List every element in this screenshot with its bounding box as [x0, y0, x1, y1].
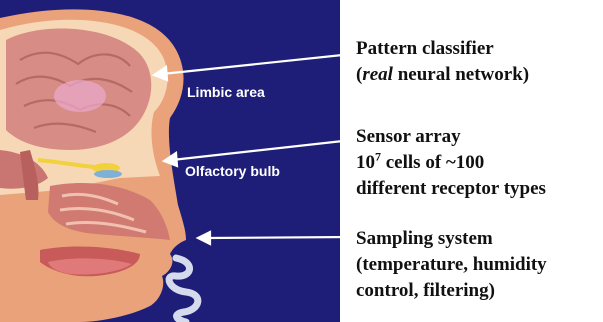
sensor-array-text: Sensor array 107 cells of ~100 different… [356, 124, 546, 202]
limbic-area-label: Limbic area [187, 84, 265, 100]
sampling-system-detail-1: (temperature, humidity [356, 252, 547, 278]
sampling-system-detail-2: control, filtering) [356, 278, 547, 304]
sampling-system-text: Sampling system (temperature, humidity c… [356, 226, 547, 304]
limbic-region [54, 80, 106, 112]
pattern-classifier-title: Pattern classifier [356, 36, 529, 62]
pattern-classifier-text: Pattern classifier (real neural network) [356, 36, 529, 88]
olfactory-bulb-label: Olfactory bulb [185, 163, 280, 179]
pattern-classifier-detail: (real neural network) [356, 62, 529, 88]
sensor-array-title: Sensor array [356, 124, 546, 150]
arrow-sampling-system [206, 237, 352, 238]
sensor-array-cells: 107 cells of ~100 [356, 150, 546, 176]
sensor-array-types: different receptor types [356, 176, 546, 202]
sampling-system-title: Sampling system [356, 226, 547, 252]
receptor-epithelium [94, 170, 122, 178]
